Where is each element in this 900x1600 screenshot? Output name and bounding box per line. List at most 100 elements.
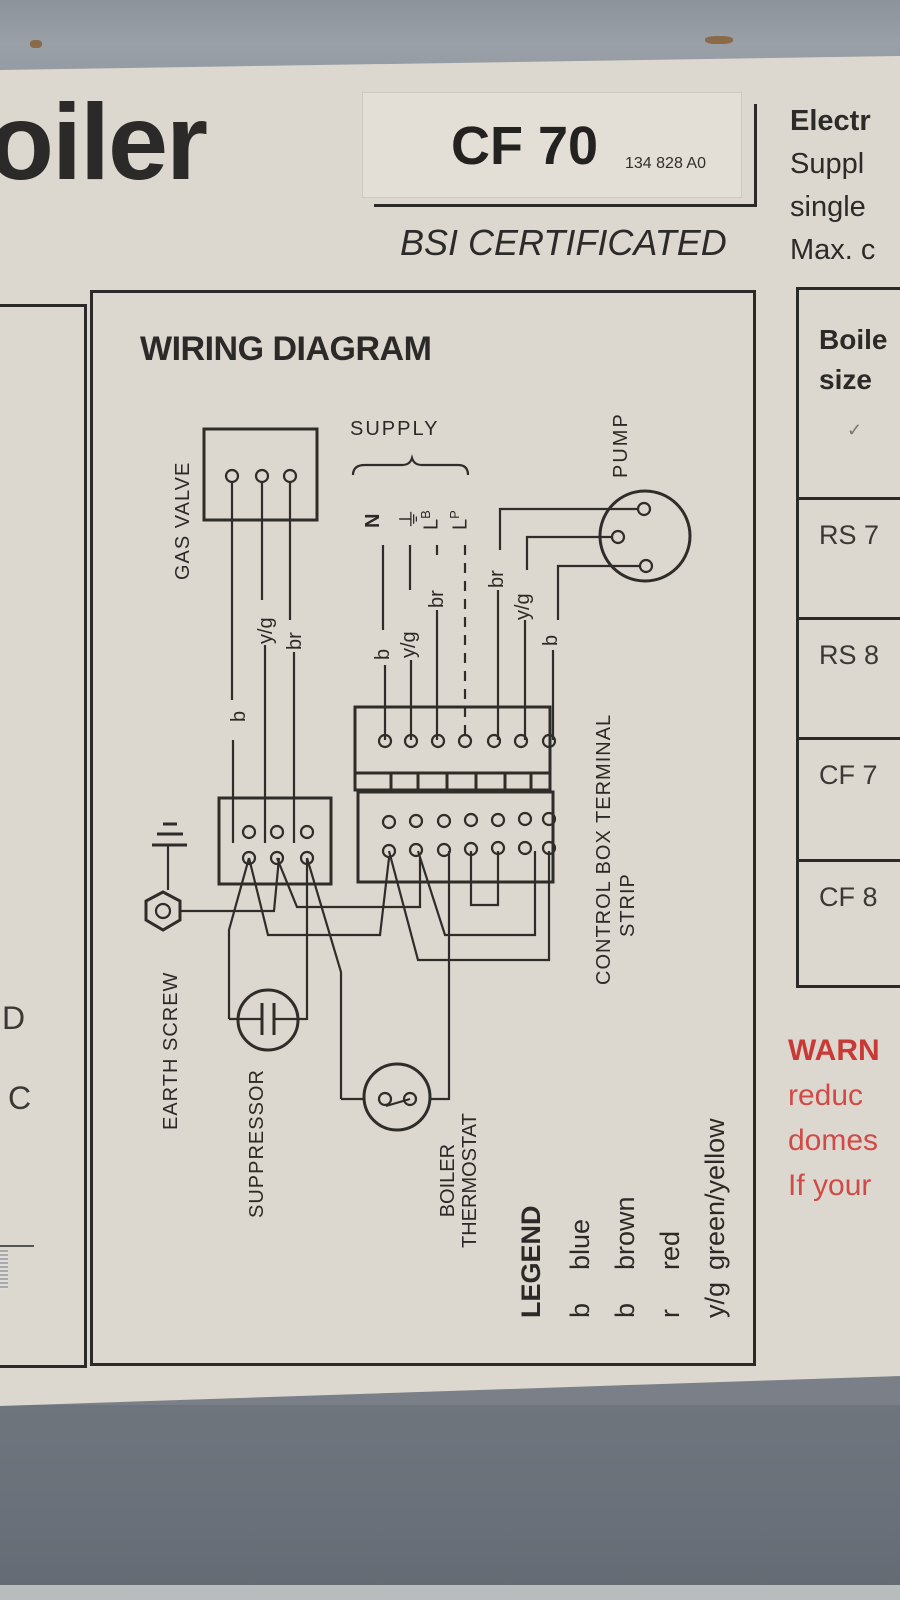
- suppressor-label: SUPPRESSOR: [246, 1069, 268, 1218]
- table-row: RS 7: [799, 497, 900, 617]
- pump-wires: [496, 507, 640, 740]
- terminal-strip-upper-terminals: [377, 733, 557, 749]
- terminal-letter: L: [449, 518, 472, 530]
- table-header: Boile size: [819, 320, 887, 400]
- boiler-thermostat-label-line: BOILER: [437, 1143, 459, 1218]
- wire-label: b: [228, 710, 250, 722]
- left-panel-letter: D: [2, 1000, 26, 1036]
- earth-symbol: [152, 822, 187, 890]
- warning-line: reduc: [788, 1079, 864, 1112]
- dust-speck: [30, 40, 42, 48]
- wiring-diagram-title: WIRING DIAGRAM: [140, 330, 432, 368]
- boiler-thermostat-label-line: THERMOSTAT: [459, 1113, 481, 1248]
- casing-edge: [0, 1585, 900, 1600]
- warning-panel: WARN reduc domes If your: [788, 1028, 880, 1208]
- wire-label: br: [486, 570, 508, 588]
- terminal-strip-links: [353, 773, 552, 792]
- electrical-title: Electr: [790, 105, 871, 137]
- terminal-letter: L: [420, 518, 443, 530]
- legend-code: b: [565, 1302, 595, 1318]
- table-cell: CF 7: [819, 760, 878, 790]
- model-name: CF 70: [451, 116, 599, 176]
- gas-connector-terminals: [241, 824, 315, 866]
- legend-code: y/g: [700, 1281, 730, 1318]
- supply-brace: [351, 454, 470, 476]
- supply-label: SUPPLY: [350, 418, 440, 440]
- table-row: CF 7: [799, 737, 900, 857]
- table-row: CF 8: [799, 859, 900, 982]
- legend-item: y/g green/yellow: [700, 1118, 731, 1318]
- legend-code: b: [610, 1302, 640, 1318]
- wire-label: y/g: [512, 593, 534, 620]
- warning-line: If your: [788, 1169, 872, 1202]
- left-panel-frame: [0, 304, 87, 1368]
- terminal-strip-lower: [356, 790, 555, 884]
- table-row: RS 8: [799, 617, 900, 737]
- wire-label: b: [540, 634, 562, 646]
- brand-name: oiler: [0, 81, 208, 202]
- control-box-label-line: STRIP: [617, 873, 639, 937]
- legend-item: b blue: [565, 1219, 596, 1318]
- electrical-panel: Electr Suppl single Max. c: [790, 100, 875, 272]
- electrical-line: Suppl: [790, 148, 865, 180]
- terminal-strip-lower-terminals: [381, 811, 557, 859]
- certification-text: BSI CERTIFICATED: [400, 222, 727, 263]
- legend-meaning: red: [655, 1230, 685, 1270]
- gas-valve-terminals: [224, 468, 298, 484]
- wiring-diagram-frame: [90, 290, 756, 1366]
- table-cell: RS 8: [819, 640, 880, 670]
- earth-screw: [144, 890, 182, 932]
- model-label-shadow: [374, 104, 757, 207]
- terminal-strip-upper: [353, 705, 552, 775]
- table-header-line: Boile: [819, 324, 888, 355]
- wire-label: b: [372, 648, 394, 660]
- table-cell: RS 7: [819, 520, 880, 550]
- gas-valve-label: GAS VALVE: [172, 461, 194, 580]
- model-label: CF 70 134 828 A0: [362, 92, 757, 207]
- model-label-card: CF 70 134 828 A0: [362, 92, 742, 198]
- supply-wires: [381, 545, 467, 740]
- suppressor-symbol: [229, 988, 307, 1052]
- terminal-subscript: B: [418, 510, 433, 519]
- table-cell: CF 8: [819, 882, 878, 912]
- internal-wiring: [181, 850, 551, 1100]
- wire-label: y/g: [398, 631, 420, 658]
- control-box-label: CONTROL BOX TERMINAL STRIP: [592, 714, 640, 985]
- table-header-line: size: [819, 364, 872, 395]
- warning-line: domes: [788, 1124, 879, 1157]
- handwritten-tick: ✓: [847, 420, 863, 440]
- legend-meaning: green/yellow: [700, 1118, 730, 1270]
- left-panel-letter: C: [8, 1080, 32, 1116]
- metal-casing-bottom: [0, 1405, 900, 1600]
- gas-valve-connector: [217, 796, 333, 886]
- boiler-thermostat-symbol: [341, 1062, 449, 1132]
- left-panel-rule: [0, 1245, 34, 1247]
- gas-valve-wires: [230, 482, 296, 843]
- supply-terminal-live-p: LP: [447, 510, 473, 530]
- control-box-label-line: CONTROL BOX TERMINAL: [593, 713, 615, 985]
- legend-code: r: [655, 1309, 685, 1318]
- supply-terminal-live-b: LB: [418, 510, 444, 530]
- left-panel-hatch: [0, 1250, 8, 1290]
- supply-terminal-neutral: N: [362, 513, 384, 528]
- label-plate: [0, 56, 900, 1406]
- legend-meaning: blue: [565, 1218, 595, 1270]
- boiler-thermostat-label: BOILER THERMOSTAT: [437, 1113, 481, 1248]
- electrical-line: single: [790, 191, 866, 223]
- legend-title: LEGEND: [516, 1205, 546, 1318]
- model-code: 134 828 A0: [625, 155, 706, 172]
- pump-symbol: [598, 489, 692, 583]
- pump-terminals: [610, 501, 654, 574]
- wire-label: br: [426, 590, 448, 608]
- legend-item: b brown: [610, 1196, 641, 1318]
- legend-meaning: brown: [610, 1196, 640, 1270]
- earth-screw-label: EARTH SCREW: [160, 971, 182, 1130]
- electrical-line: Max. c: [790, 234, 876, 266]
- boiler-size-table: Boile size ✓ RS 7 RS 8 CF 7 CF 8: [796, 287, 900, 988]
- terminal-subscript: P: [447, 510, 462, 519]
- wire-label: y/g: [255, 617, 277, 644]
- wire-label: br: [284, 632, 306, 650]
- legend-item: r red: [655, 1231, 686, 1318]
- dust-speck: [705, 36, 733, 44]
